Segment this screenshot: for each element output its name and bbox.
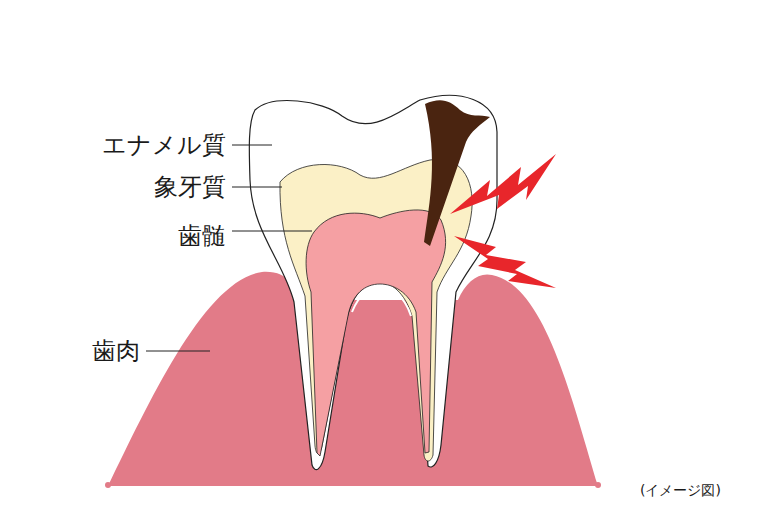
part-label: 象牙質 (154, 173, 226, 202)
gum-shape (108, 272, 598, 486)
leader-line (232, 145, 272, 146)
leader-line (232, 231, 312, 232)
gum-end (105, 482, 111, 488)
pain-bolt (454, 236, 556, 288)
pain-bolt (450, 154, 556, 214)
gum-end (595, 482, 601, 488)
enamel-shape (249, 95, 497, 469)
part-label: 歯髄 (178, 222, 226, 251)
root-inner-line (352, 287, 411, 316)
leader-line (232, 187, 282, 188)
leader-line (146, 351, 210, 352)
pulp-shape (306, 210, 446, 456)
part-label: 歯肉 (92, 337, 140, 366)
figure-caption: (イメージ図) (640, 482, 721, 499)
cavity-shape (424, 100, 490, 246)
part-label: エナメル質 (102, 131, 226, 160)
